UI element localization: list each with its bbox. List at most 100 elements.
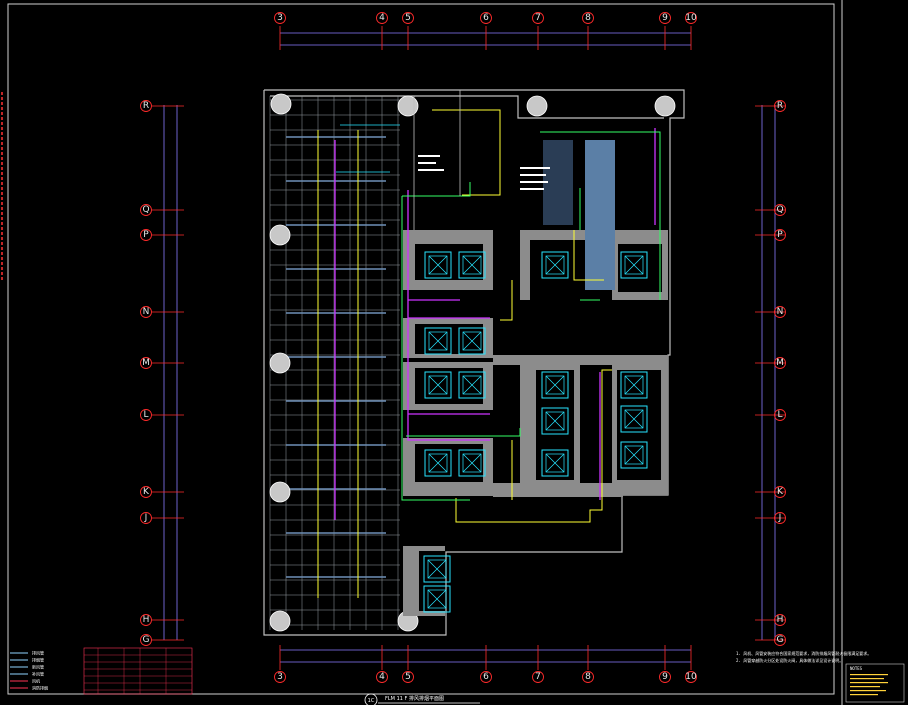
axis-label-row-M-0: M <box>142 358 150 368</box>
elevator-B2-6 <box>620 405 648 433</box>
column-2 <box>526 95 548 117</box>
axis-bubble-col-5-0 <box>402 12 414 24</box>
axis-label-col-4-0: 4 <box>379 13 385 23</box>
axis-bubble-col-4-0 <box>376 12 388 24</box>
axis-label-row-N-0: N <box>143 307 150 317</box>
axis-bubble-row-Q-0 <box>140 204 152 216</box>
column-7 <box>269 610 291 632</box>
axis-label-row-R-1: R <box>777 101 783 111</box>
elevator-B1-2 <box>458 251 486 279</box>
axis-label-col-7-1: 7 <box>535 672 541 682</box>
axis-bubble-col-5-1 <box>402 671 414 683</box>
duct-smoke-green <box>401 131 661 501</box>
axis-label-col-9-1: 9 <box>662 672 668 682</box>
axis-label-row-R-0: R <box>143 101 149 111</box>
column-0 <box>270 93 292 115</box>
axis-bubble-row-K-1 <box>774 486 786 498</box>
axis-bubble-col-10-1 <box>685 671 697 683</box>
axis-bubble-row-M-1 <box>774 357 786 369</box>
column-1 <box>397 95 419 117</box>
elevator-B1-5 <box>424 371 452 399</box>
axis-label-row-L-1: L <box>777 410 782 420</box>
axis-label-col-5-1: 5 <box>405 672 411 682</box>
axis-label-col-4-1: 4 <box>379 672 385 682</box>
axis-bubble-col-10-0 <box>685 12 697 24</box>
axis-bubble-row-R-0 <box>140 100 152 112</box>
elevator-B2-3 <box>541 407 569 435</box>
elevator-B2-5 <box>620 371 648 399</box>
axis-label-row-H-1: H <box>777 615 784 625</box>
axis-bubble-col-7-0 <box>532 12 544 24</box>
axis-label-row-H-0: H <box>143 615 150 625</box>
axis-label-col-7-0: 7 <box>535 13 541 23</box>
axis-label-col-10-1: 10 <box>685 672 697 682</box>
axis-label-row-J-0: J <box>144 513 148 523</box>
axis-label-col-3-1: 3 <box>277 672 283 682</box>
legend-row-1: 排烟管 <box>10 657 44 663</box>
axis-label-col-10-0: 10 <box>685 13 697 23</box>
axis-bubble-row-P-0 <box>140 229 152 241</box>
axis-label-row-Q-0: Q <box>142 205 149 215</box>
axis-bubble-row-J-1 <box>774 512 786 524</box>
axis-label-row-K-1: K <box>777 487 784 497</box>
axis-bubble-col-8-0 <box>582 12 594 24</box>
general-notes: 1. 风机、风管安装应符合国家规范要求，消防排烟风管耐火极限满足要求。 2. 风… <box>736 650 871 663</box>
duct-main-yellow <box>317 109 612 598</box>
notes-line-2: 2. 风管穿越防火分区处设防火阀，具体做法详见设计说明。 <box>736 657 843 663</box>
drawing-title: 1C FLM 11 F 排风排烟平面图 <box>364 693 480 705</box>
axis-bubble-row-N-1 <box>774 306 786 318</box>
dimension-top <box>280 32 691 46</box>
axis-label-col-5-0: 5 <box>405 13 411 23</box>
axis-bubble-row-J-0 <box>140 512 152 524</box>
elevator-B1-6 <box>458 371 486 399</box>
axis-bubble-col-7-1 <box>532 671 544 683</box>
axis-label-col-8-0: 8 <box>585 13 591 23</box>
elevator-B1-1 <box>424 251 452 279</box>
legend-row-5: 消防排烟 <box>10 685 48 691</box>
axis-bubble-col-3-1 <box>274 671 286 683</box>
axis-label-row-Q-1: Q <box>776 205 783 215</box>
axis-bubble-row-P-1 <box>774 229 786 241</box>
legend-label-4: 风机 <box>32 678 40 684</box>
column-6 <box>269 481 291 503</box>
legend-label-5: 消防排烟 <box>32 685 48 691</box>
legend-row-3: 补风管 <box>10 671 44 677</box>
legend-label-2: 新风管 <box>32 664 44 670</box>
elevator-cars <box>423 251 648 613</box>
duct-exhaust-purple <box>334 128 656 520</box>
axis-bubble-row-H-1 <box>774 614 786 626</box>
axis-label-row-P-0: P <box>143 230 149 240</box>
axis-bubble-col-4-1 <box>376 671 388 683</box>
legend-label-3: 补风管 <box>32 671 44 677</box>
axis-label-col-9-0: 9 <box>662 13 668 23</box>
axis-bubble-row-H-0 <box>140 614 152 626</box>
legend-label-1: 排烟管 <box>32 657 44 663</box>
dimension-left <box>163 105 178 640</box>
legend-row-0: 排风管 <box>10 650 44 656</box>
axis-label-row-M-1: M <box>776 358 784 368</box>
axis-bubble-col-9-0 <box>659 12 671 24</box>
elevator-B1-8 <box>458 449 486 477</box>
elevator-B1-7 <box>424 449 452 477</box>
legend-row-4: 风机 <box>10 678 40 684</box>
column-3 <box>654 95 676 117</box>
legend-row-2: 新风管 <box>10 664 44 670</box>
axis-label-row-N-1: N <box>777 307 784 317</box>
axis-label-row-J-1: J <box>778 513 782 523</box>
dimension-bottom <box>280 649 691 663</box>
axis-bubble-col-6-0 <box>480 12 492 24</box>
axis-bubble-row-N-0 <box>140 306 152 318</box>
drawing-title-text: FLM 11 F 排风排烟平面图 <box>385 695 444 702</box>
axis-label-row-P-1: P <box>777 230 783 240</box>
elevator-B1-3 <box>424 327 452 355</box>
axis-bubble-row-L-1 <box>774 409 786 421</box>
grid-axis-lines <box>152 26 785 670</box>
axis-bubble-row-R-1 <box>774 100 786 112</box>
axis-label-row-L-0: L <box>143 410 148 420</box>
elevator-B2-7 <box>620 441 648 469</box>
dimension-right <box>761 105 776 640</box>
axis-label-col-6-1: 6 <box>483 672 489 682</box>
